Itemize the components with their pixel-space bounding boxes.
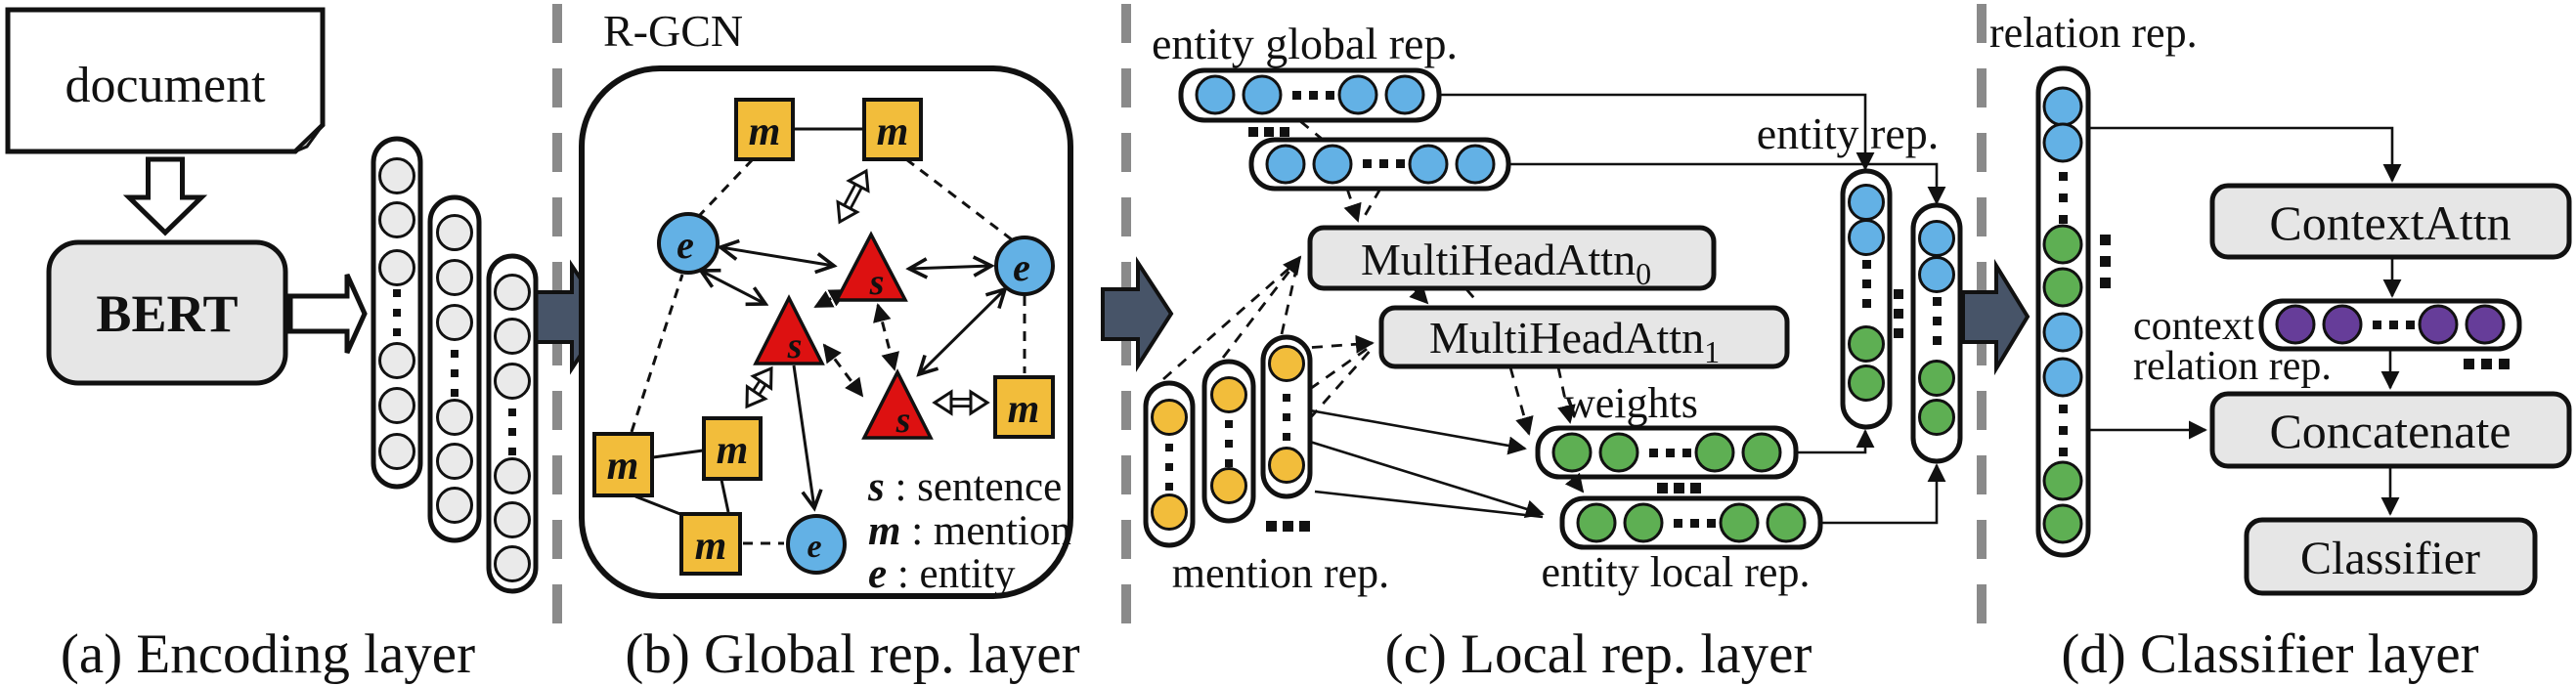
entity-rep-column-1 [1840, 168, 1893, 430]
document-fold-icon [293, 123, 325, 153]
context-relation-rep-label-line2: relation rep. [2133, 344, 2332, 389]
concatenate-label: Concatenate [2269, 404, 2511, 458]
graph-legend: s : sentence m : mention e : entity [867, 464, 1071, 597]
coref-double-arrow-3-icon [932, 389, 990, 416]
context-relation-rep-label-line1: context [2133, 304, 2254, 349]
mention-node-3: m [592, 432, 654, 497]
legend-mention-label: : mention [900, 508, 1070, 554]
svg-text:s: s [869, 262, 885, 303]
entity-rep-label: entity rep. [1757, 108, 1940, 158]
bert-box: BERT [46, 239, 288, 386]
contextattn-label: ContextAttn [2269, 195, 2511, 250]
entity-local-rep-label: entity local rep. [1542, 548, 1811, 596]
sentence-node-1: s [834, 231, 908, 303]
entity-global-row-1 [1178, 67, 1442, 123]
weights-label: weights [1564, 379, 1698, 427]
token-embedding-column-3 [486, 253, 539, 594]
mention-node-4: m [702, 416, 763, 481]
multiheadattn0-box: MultiHeadAttn0 [1307, 225, 1717, 291]
rows-ellipsis-icon [1248, 127, 1289, 137]
green-rows-ellipsis-icon [1657, 483, 1701, 493]
svg-text:m: m [1008, 387, 1040, 432]
context-row-ellipsis-icon [2464, 359, 2510, 369]
svg-text:m: m [717, 428, 749, 473]
down-arrow-icon [122, 156, 208, 236]
section-global-rep: R-GCN [579, 6, 1080, 685]
classifier-box: Classifier [2244, 517, 2538, 596]
section-encoding: document BERT (a) Encoding layer [5, 7, 539, 685]
entity-rep-columns-ellipsis-icon [1894, 289, 1903, 338]
svg-text:e: e [807, 529, 821, 565]
token-embedding-column-2 [427, 194, 482, 543]
entity-node-1: e [657, 212, 720, 275]
relation-rep-label: relation rep. [1989, 9, 2198, 57]
coref-double-arrow-1-icon [836, 168, 870, 225]
svg-text:MultiHeadAttn1: MultiHeadAttn1 [1429, 313, 1720, 369]
svg-text:m: m [877, 109, 909, 154]
graph-edges [630, 127, 1026, 545]
legend-mention-symbol: m [868, 508, 900, 554]
relation-rep-column [2035, 65, 2091, 558]
svg-text:s: s [895, 400, 911, 441]
section-local-rep: entity global rep. [1143, 19, 1963, 685]
svg-text:s : sentence: s : sentence [867, 464, 1062, 510]
legend-entity-symbol: e [868, 551, 887, 597]
entity-node-3: e [786, 514, 847, 575]
classifier-label: Classifier [2300, 533, 2480, 584]
context-relation-row [2258, 298, 2522, 352]
legend-entity-label: : entity [887, 551, 1016, 597]
multiheadattn1-subscript: 1 [1704, 334, 1720, 369]
mention-rep-column-2 [1201, 359, 1256, 524]
multiheadattn1-box: MultiHeadAttn1 [1378, 305, 1790, 369]
document-label: document [65, 58, 266, 113]
rgcn-title: R-GCN [603, 6, 743, 56]
caption-encoding-layer: (a) Encoding layer [61, 623, 475, 685]
svg-text:m : mention: m : mention [868, 508, 1071, 554]
svg-text:s: s [787, 325, 803, 366]
mention-rep-column-1 [1143, 380, 1196, 548]
entity-node-2: e [994, 236, 1055, 296]
relation-columns-ellipsis-icon [2100, 235, 2111, 288]
section-separators [552, 4, 1987, 625]
mention-rep-column-3 [1260, 334, 1313, 499]
document-shape: document [5, 7, 326, 154]
section-classifier: relation rep. ContextAttn context relati… [1989, 9, 2572, 685]
entity-global-row-2 [1248, 137, 1511, 192]
caption-classifier-layer: (d) Classifier layer [2061, 623, 2478, 685]
multiheadattn1-label: MultiHeadAttn [1429, 313, 1704, 363]
caption-global-rep-layer: (b) Global rep. layer [625, 623, 1079, 685]
caption-local-rep-layer: (c) Local rep. layer [1385, 623, 1812, 685]
sentence-node-2: s [753, 294, 825, 366]
mention-node-2: m [862, 98, 923, 161]
entity-local-row-1 [1535, 425, 1799, 480]
mention-rep-label: mention rep. [1172, 549, 1389, 597]
coref-double-arrow-2-icon [745, 365, 773, 409]
right-arrow-icon [287, 273, 368, 355]
entity-rep-column-2 [1910, 202, 1963, 464]
entity-global-rep-label: entity global rep. [1152, 19, 1458, 68]
concatenate-box: Concatenate [2209, 391, 2572, 469]
bert-label: BERT [96, 284, 238, 343]
mention-node-5: m [679, 512, 742, 576]
svg-text:m: m [695, 524, 727, 569]
stage-arrow-b-to-c-icon [1101, 256, 1174, 372]
entity-local-row-2 [1559, 495, 1823, 550]
svg-text:e : entity: e : entity [868, 551, 1016, 597]
legend-sentence-label: : sentence [885, 464, 1062, 510]
svg-text:e: e [677, 223, 694, 267]
mention-columns-ellipsis-icon [1266, 521, 1310, 532]
contextattn-box: ContextAttn [2209, 183, 2572, 260]
stage-arrow-c-to-d-icon [1961, 258, 2030, 376]
svg-text:m: m [749, 109, 781, 154]
legend-sentence-symbol: s [867, 464, 885, 510]
mention-node-1: m [734, 98, 795, 161]
svg-text:m: m [607, 444, 639, 489]
mention-node-6: m [993, 375, 1055, 439]
token-embedding-column-1 [371, 136, 423, 490]
svg-text:e: e [1013, 245, 1030, 289]
sentence-node-3: s [861, 368, 934, 441]
multiheadattn0-subscript: 0 [1636, 256, 1651, 291]
svg-text:MultiHeadAttn0: MultiHeadAttn0 [1361, 235, 1651, 291]
multiheadattn0-label: MultiHeadAttn [1361, 235, 1636, 284]
